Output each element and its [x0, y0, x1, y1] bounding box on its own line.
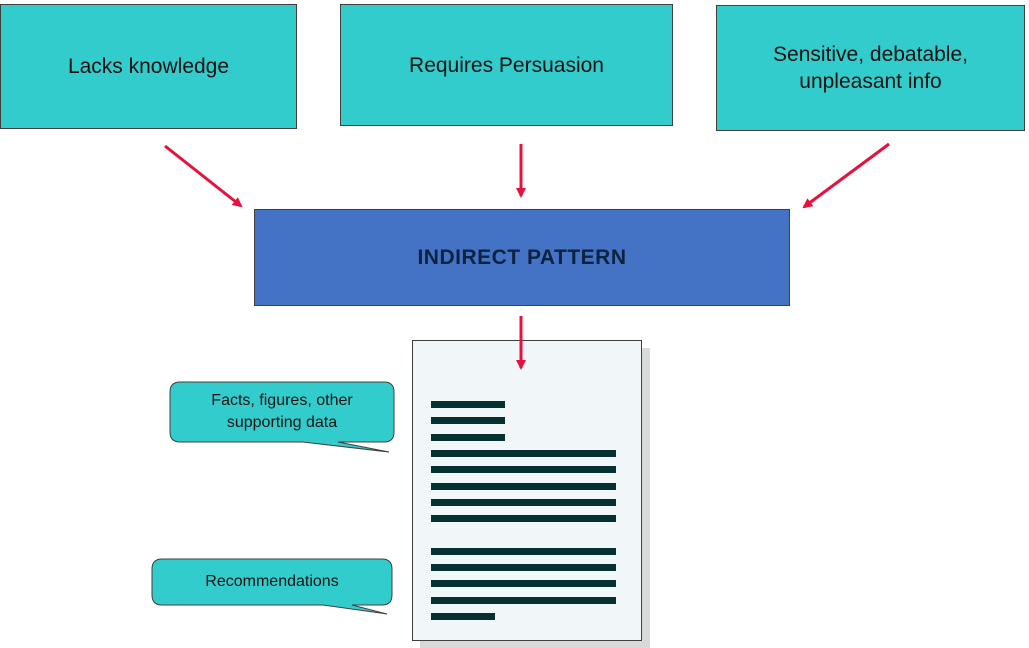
callout-recommendations-label: Recommendations: [205, 573, 339, 590]
doc-text-line: [431, 580, 616, 587]
doc-text-line: [431, 613, 495, 620]
callout-facts: Facts, figures, other supporting data: [176, 387, 388, 437]
doc-text-line: [431, 499, 616, 506]
input-box-sensitive-info: Sensitive, debatable, unpleasant info: [716, 5, 1025, 131]
input-label-lacks-knowledge: Lacks knowledge: [67, 55, 230, 78]
doc-text-line: [431, 417, 505, 424]
doc-text-line: [431, 564, 616, 571]
indirect-pattern-label: INDIRECT PATTERN: [417, 245, 627, 269]
arrow-icon: [802, 142, 890, 209]
input-box-requires-persuasion: Requires Persuasion: [340, 4, 673, 126]
doc-text-line: [431, 466, 616, 473]
doc-text-line: [431, 450, 616, 457]
doc-text-line: [431, 401, 505, 408]
doc-text-line: [431, 434, 505, 441]
input-label-sensitive-info: Sensitive, debatable, unpleasant info: [773, 43, 968, 93]
document-icon: [412, 340, 642, 641]
doc-text-line: [431, 483, 616, 490]
input-label-requires-persuasion: Requires Persuasion: [409, 53, 604, 77]
indirect-pattern-box: INDIRECT PATTERN: [254, 209, 790, 306]
callout-recommendations: Recommendations: [158, 564, 386, 600]
arrow-icon: [164, 144, 243, 208]
input-box-lacks-knowledge: Lacks knowledge: [0, 4, 297, 129]
doc-text-line: [431, 515, 616, 522]
callout-facts-label: Facts, figures, other supporting data: [211, 392, 353, 431]
doc-text-line: [431, 548, 616, 555]
doc-text-line: [431, 597, 616, 604]
